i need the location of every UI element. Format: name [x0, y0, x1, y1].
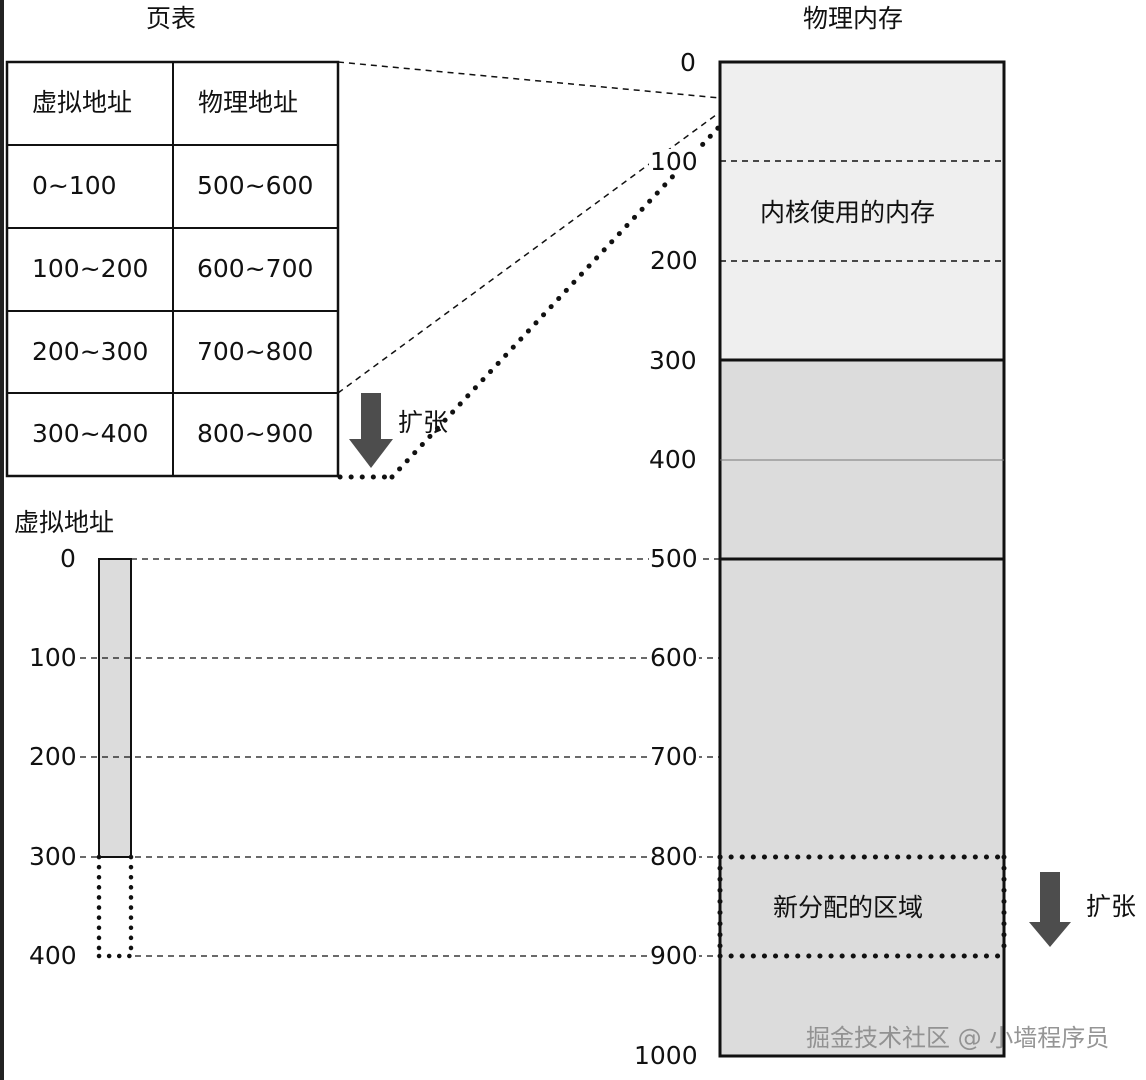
physical-tick-label: 100: [649, 147, 699, 176]
projection-line-bottom: [337, 111, 721, 394]
physical-tick-label: 900: [649, 941, 699, 970]
virtual-tick-label: 400: [29, 941, 77, 970]
table-cell-virtual: 100~200: [32, 254, 149, 283]
physical-tick-label: 400: [649, 445, 697, 474]
virtual-tick-label: 300: [29, 842, 77, 871]
physical-tick-label: 1000: [634, 1041, 698, 1070]
table-cell-virtual: 300~400: [32, 419, 149, 448]
physical-memory-title: 物理内存: [803, 4, 904, 33]
kernel-memory-region: [720, 62, 1004, 360]
table-header-physical: 物理地址: [198, 88, 299, 117]
virtual-tick-label: 0: [60, 544, 76, 573]
projection-line-top: [337, 61, 721, 99]
table-cell-physical: 600~700: [197, 254, 314, 283]
physical-tick-label: 300: [649, 346, 697, 375]
table-expand-label: 扩张: [398, 408, 449, 437]
table-cell-virtual: 200~300: [32, 337, 149, 366]
new-region-label: 新分配的区域: [773, 893, 924, 922]
virtual-address-title: 虚拟地址: [14, 508, 115, 537]
table-cell-physical: 500~600: [197, 171, 314, 200]
physical-tick-label: 500: [649, 544, 699, 573]
virtual-tick-label: 200: [29, 742, 77, 771]
physical-tick-label: 700: [649, 742, 699, 771]
memory-expand-arrow-shaft: [1040, 872, 1060, 924]
table-cell-physical: 800~900: [197, 419, 314, 448]
physical-tick-label: 0: [680, 48, 696, 77]
physical-tick-label: 600: [649, 643, 699, 672]
table-cell-virtual: 0~100: [32, 171, 117, 200]
watermark: 掘金技术社区 @ 小墙程序员: [806, 1024, 1110, 1052]
kernel-memory-label: 内核使用的内存: [760, 198, 936, 227]
expansion-dots-diagonal: [389, 125, 721, 480]
page-table-title: 页表: [146, 4, 197, 33]
virtual-address-bar: [98, 558, 132, 858]
physical-tick-label: 800: [649, 842, 699, 871]
table-expand-arrow-head: [349, 439, 393, 468]
table-header-virtual: 虚拟地址: [32, 88, 133, 117]
left-edge: [0, 0, 4, 1080]
virtual-tick-label: 100: [29, 643, 77, 672]
table-cell-physical: 700~800: [197, 337, 314, 366]
table-expand-arrow-shaft: [361, 393, 381, 439]
user-memory-region: [720, 360, 1004, 1056]
physical-tick-label: 200: [649, 246, 699, 275]
memory-expand-label: 扩张: [1086, 892, 1137, 921]
memory-expand-arrow-head: [1029, 922, 1071, 947]
